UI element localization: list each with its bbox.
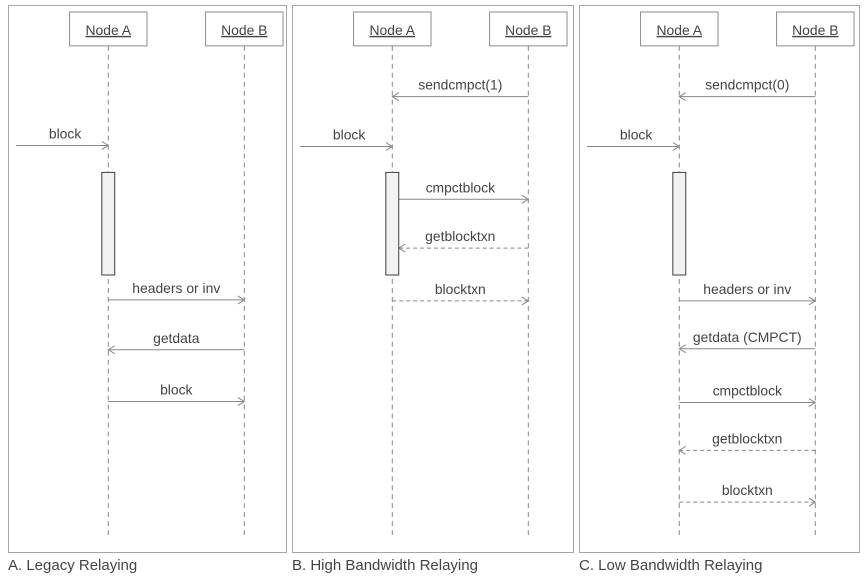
message-label: headers or inv — [132, 280, 220, 296]
message-label: block — [49, 125, 81, 141]
message-label: blocktxn — [722, 482, 773, 498]
panel-legacy-relaying: block headers or inv getdata block Node A Nod… — [8, 5, 287, 576]
actor-box-node-b — [776, 11, 855, 47]
message-label: cmpctblock — [426, 179, 495, 195]
panel-row: block headers or inv getdata block Node A Nod… — [8, 5, 867, 576]
panel-low-bandwidth-relaying: sendcmpct(0) block headers or inv getdata (… — [579, 5, 860, 576]
message-label: getdata (CMPCT) — [693, 329, 802, 345]
message-label: block — [333, 126, 365, 142]
message-label: cmpctblock — [713, 383, 782, 399]
actor-label-node-b: Node B — [221, 22, 267, 38]
panel-caption-legacy: A. Legacy Relaying — [8, 557, 138, 574]
sequence-diagram-high-bandwidth: sendcmpct(1) block cmpctblock getblocktxn bl… — [299, 11, 568, 540]
actor-label-node-a: Node A — [370, 22, 416, 38]
message-label: block — [160, 382, 192, 398]
actor-box-node-b — [489, 11, 568, 47]
actor-label-node-a: Node A — [86, 22, 132, 38]
message-label: sendcmpct(1) — [418, 77, 502, 93]
panel-frame-high-bandwidth: sendcmpct(1) block cmpctblock getblocktxn bl… — [292, 5, 574, 553]
actor-label-node-a: Node A — [657, 22, 703, 38]
message-label: sendcmpct(0) — [705, 77, 789, 93]
actor-box-node-a — [640, 11, 719, 47]
message-label: getdata — [153, 330, 200, 346]
message-label: getblocktxn — [712, 430, 782, 446]
message-label: getblocktxn — [425, 228, 495, 244]
activation-bar-node-a — [672, 171, 687, 276]
actor-box-node-a — [353, 11, 432, 47]
panel-caption-low-bandwidth: C. Low Bandwidth Relaying — [579, 557, 763, 574]
activation-bar-node-a — [385, 171, 400, 276]
sequence-diagram-legacy: block headers or inv getdata block Node A Nod… — [15, 11, 284, 540]
message-label: blocktxn — [435, 281, 486, 297]
activation-bar-node-a — [101, 171, 116, 276]
panel-high-bandwidth-relaying: sendcmpct(1) block cmpctblock getblocktxn bl… — [292, 5, 574, 576]
panel-frame-legacy: block headers or inv getdata block Node A Nod… — [8, 5, 287, 553]
message-label: block — [620, 126, 652, 142]
actor-label-node-b: Node B — [505, 22, 551, 38]
actor-box-node-b — [205, 11, 284, 47]
message-label: headers or inv — [703, 281, 791, 297]
panel-caption-high-bandwidth: B. High Bandwidth Relaying — [292, 557, 478, 574]
actor-box-node-a — [69, 11, 148, 47]
sequence-diagram-low-bandwidth: sendcmpct(0) block headers or inv getdata (… — [586, 11, 855, 540]
panel-frame-low-bandwidth: sendcmpct(0) block headers or inv getdata (… — [579, 5, 860, 553]
actor-label-node-b: Node B — [792, 22, 838, 38]
